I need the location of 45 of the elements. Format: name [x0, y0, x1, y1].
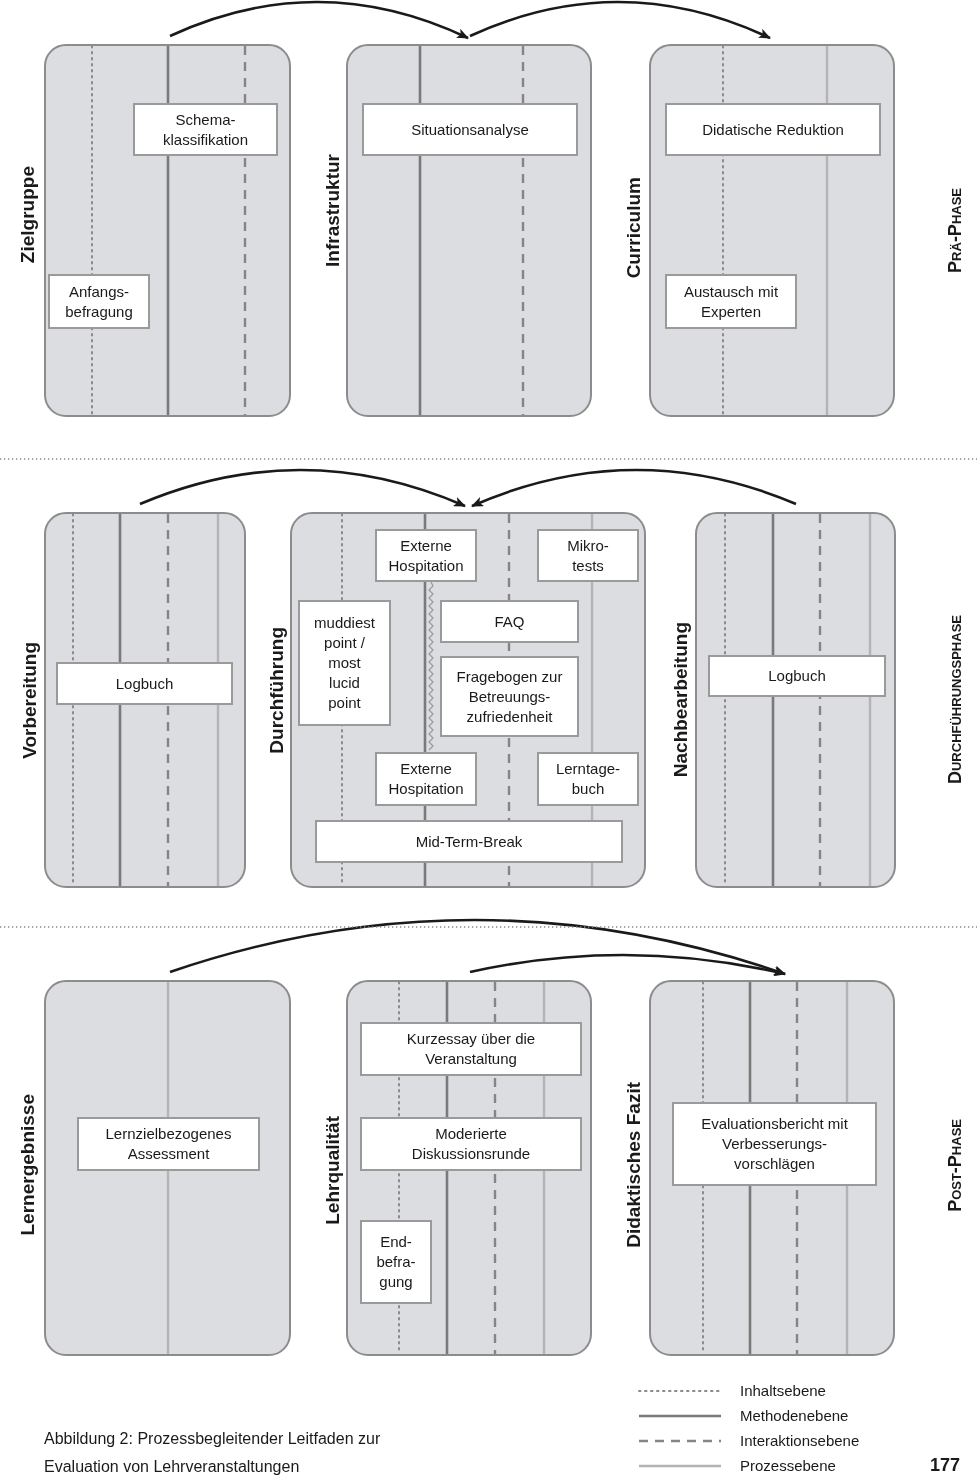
- curved-arrow: [169, 918, 786, 976]
- method-box: Anfangs- befragung: [48, 274, 150, 329]
- method-box: Externe Hospitation: [375, 752, 477, 806]
- panel-title: Infrastruktur: [321, 153, 344, 267]
- curved-arrow: [469, 953, 786, 977]
- method-box: Fragebogen zur Betreuungs- zufriedenheit: [440, 656, 579, 737]
- legend-label: Methodenebene: [740, 1406, 849, 1426]
- legend-label: Interaktionsebene: [740, 1431, 860, 1451]
- method-box: FAQ: [440, 600, 579, 643]
- curved-arrow: [469, 0, 771, 40]
- method-box: End- befra- gung: [360, 1220, 432, 1304]
- method-box: Situationsanalyse: [362, 103, 578, 156]
- panel-title: Vorbereitung: [18, 641, 41, 759]
- phase-label: Post-Phase: [944, 1118, 966, 1212]
- wavy-line: [428, 581, 434, 751]
- legend-label: Prozessebene: [740, 1456, 836, 1476]
- panel-title: Curriculum: [622, 177, 645, 279]
- method-box: Schema- klassifikation: [133, 103, 278, 156]
- method-box: Lerntage- buch: [537, 752, 639, 806]
- phase-label: Durchführungsphase: [944, 615, 966, 785]
- method-box: Logbuch: [708, 655, 886, 697]
- panel-title: Lehrqualität: [321, 1115, 344, 1225]
- method-box: Mid-Term-Break: [315, 820, 623, 863]
- panel-title: Nachbearbeitung: [669, 622, 692, 778]
- panel-title: Didaktisches Fazit: [622, 1082, 645, 1248]
- panel-title: Zielgruppe: [16, 166, 39, 264]
- legend-label: Inhaltsebene: [740, 1381, 826, 1401]
- method-box: Kurzessay über die Veranstaltung: [360, 1022, 582, 1076]
- panel-title: Durchführung: [265, 626, 288, 754]
- figure-caption: Abbildung 2: Prozessbegleitender Leitfaden zur Evaluation von Lehrveranstaltungen: [44, 1429, 382, 1476]
- method-box: Evaluationsbericht mit Verbesserungs- vorschlägen: [672, 1102, 877, 1186]
- phase-label: Prä-Phase: [944, 187, 966, 273]
- curved-arrow: [139, 468, 466, 508]
- page-number: 177: [930, 1455, 961, 1476]
- curved-arrow: [169, 0, 469, 40]
- method-box: muddiest point / most lucid point: [298, 600, 391, 726]
- curved-arrow: [471, 468, 797, 508]
- method-box: Moderierte Diskussionsrunde: [360, 1117, 582, 1171]
- method-box: Didatische Reduktion: [665, 103, 881, 156]
- panel-title: Lernergebnisse: [16, 1094, 39, 1236]
- method-box: Austausch mit Experten: [665, 274, 797, 329]
- method-box: Externe Hospitation: [375, 529, 477, 582]
- method-box: Logbuch: [56, 662, 233, 705]
- method-box: Mikro- tests: [537, 529, 639, 582]
- method-box: Lernzielbezogenes Assessment: [77, 1117, 260, 1171]
